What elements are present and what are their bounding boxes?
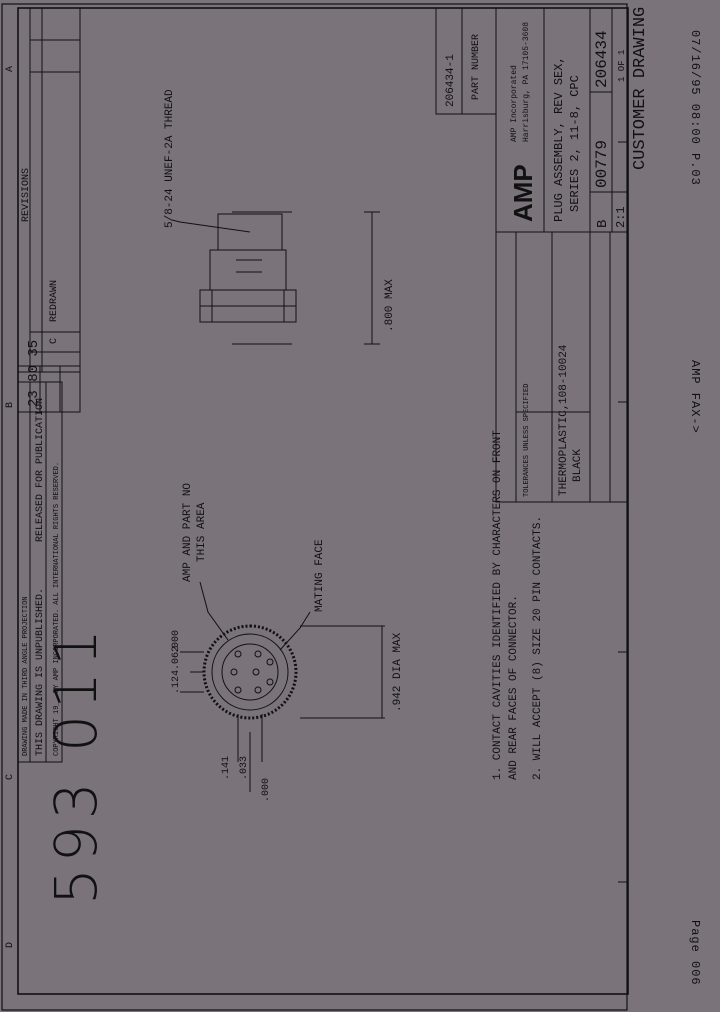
release-note: RELEASED FOR PUBLICATION xyxy=(35,398,46,542)
zone-letter-3: B xyxy=(5,402,16,408)
document-type: CUSTOMER DRAWING xyxy=(631,7,650,170)
dim-r-1: .124 xyxy=(171,670,182,694)
part-number-value: 206434-1 xyxy=(445,54,457,107)
mating-face-view xyxy=(180,581,385,792)
side-view xyxy=(171,211,380,345)
amp-logo: AMP xyxy=(508,164,538,222)
revision-description: REDRAWN xyxy=(49,280,60,322)
dim-l-2: .033 xyxy=(239,756,250,780)
length-dimension: .800 MAX xyxy=(384,279,396,332)
title-line-1: PLUG ASSEMBLY, REV SEX, xyxy=(552,56,566,222)
revisions-title: REVISIONS xyxy=(21,168,32,222)
company-address: Harrisburg, PA 17105-3608 xyxy=(522,22,531,142)
tolerance-note: TOLERANCES UNLESS SPECIFIED xyxy=(523,384,531,497)
appl-spec: 108-10024 xyxy=(558,344,570,404)
dim-l-1: .141 xyxy=(221,756,232,780)
copyright-note: COPYRIGHT 19__ BY AMP INCORPORATED. ALL … xyxy=(53,462,61,756)
mating-face-label: MATING FACE xyxy=(314,539,326,612)
scale: 2:1 xyxy=(614,206,628,228)
diameter-dimension: .942 DIA MAX xyxy=(392,632,404,712)
dim-r-2: .062 xyxy=(171,646,182,670)
company-name: AMP Incorporated xyxy=(510,65,519,142)
thread-callout: 5/8-24 UNEF-2A THREAD xyxy=(164,89,176,228)
inner-border xyxy=(17,7,629,995)
outer-border xyxy=(1,3,628,1011)
unpublished-note: THIS DRAWING IS UNPUBLISHED. xyxy=(35,588,46,756)
loc-number: 23 80 35 xyxy=(26,340,42,407)
material-line-1: THERMOPLASTIC, xyxy=(558,404,570,496)
zone-letter-1: D xyxy=(5,942,16,948)
zone-letter-2: C xyxy=(5,774,16,780)
sheet-number: 1 OF 1 xyxy=(617,50,627,82)
right-dims: .124 .062 .000 xyxy=(171,630,182,694)
projection-note: DRAWING MADE IN THIRD ANGLE PROJECTION xyxy=(22,596,30,756)
title-line-2: SERIES 2, 11-8, CPC xyxy=(568,75,582,212)
revision-ltr: C xyxy=(49,338,60,344)
size-letter: B xyxy=(595,220,611,228)
material-line-2: BLACK xyxy=(572,449,584,482)
amp-area-line-1: AMP AND PART NO xyxy=(182,483,194,582)
dim-l-4: .000 xyxy=(261,778,272,802)
note-1-cont: AND REAR FACES OF CONNECTOR. xyxy=(508,595,520,780)
dim-r-3: .000 xyxy=(171,630,182,654)
drawing-number: 206434 xyxy=(593,30,611,88)
note-2: 2. WILL ACCEPT (8) SIZE 20 PIN CONTACTS. xyxy=(532,516,544,780)
note-1: 1. CONTACT CAVITIES IDENTIFIED BY CHARAC… xyxy=(492,430,504,780)
part-number-header: PART NUMBER xyxy=(471,34,482,100)
zone-letter-4: A xyxy=(5,66,16,72)
amp-area-line-2: THIS AREA xyxy=(196,502,208,562)
cage-code: 00779 xyxy=(593,140,611,188)
